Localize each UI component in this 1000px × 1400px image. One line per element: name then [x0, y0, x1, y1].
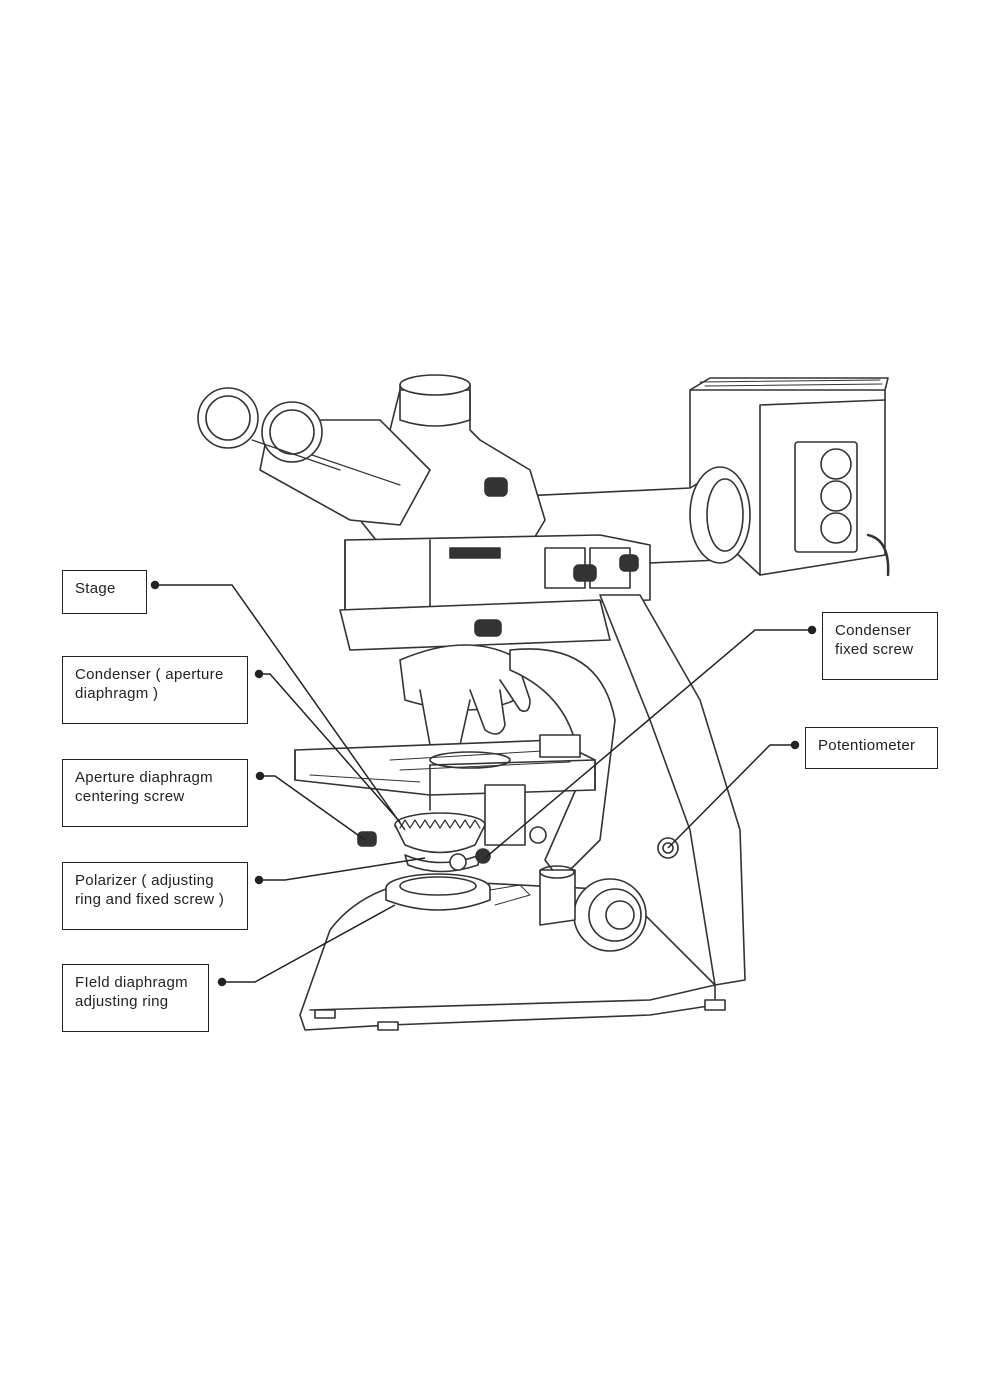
label-stage-line1: Stage — [75, 580, 116, 597]
label-aperture-line2: centering screw — [75, 788, 185, 805]
label-polarizer-line1: Polarizer ( adjusting — [75, 872, 214, 889]
label-field-line1: FIeld diaphragm — [75, 974, 188, 991]
label-polarizer: Polarizer ( adjusting ring and fixed scr… — [62, 862, 248, 930]
microscope-illustration — [197, 374, 890, 1031]
label-fixed-screw-line2: fixed screw — [835, 641, 914, 658]
label-condenser-fixed-screw: Condenser fixed screw — [822, 612, 938, 680]
focus-knob-drawing — [539, 865, 647, 952]
label-aperture-centering-screw: Aperture diaphragm centering screw — [62, 759, 248, 827]
label-condenser: Condenser ( aperture diaphragm ) — [62, 656, 248, 724]
leader-stage — [150, 580, 406, 831]
stage-drawing — [294, 734, 596, 811]
label-fixed-screw-line1: Condenser — [835, 622, 912, 639]
label-condenser-line1: Condenser ( aperture — [75, 666, 224, 683]
label-aperture-line1: Aperture diaphragm — [75, 769, 213, 786]
label-potentiometer-line1: Potentiometer — [818, 737, 916, 754]
label-field-line2: adjusting ring — [75, 993, 169, 1010]
leader-polarizer — [254, 857, 426, 885]
leader-field-diaphragm — [217, 904, 396, 987]
leader-lines — [150, 580, 817, 987]
label-condenser-line2: diaphragm ) — [75, 685, 159, 702]
label-stage: Stage — [62, 570, 147, 614]
trinocular-head — [197, 374, 546, 546]
label-polarizer-line2: ring and fixed screw ) — [75, 891, 225, 908]
leader-aperture-centering — [255, 771, 366, 841]
label-potentiometer: Potentiometer — [805, 727, 938, 769]
leader-condenser-fixed-screw — [484, 625, 817, 859]
condenser-drawing — [357, 784, 547, 873]
leader-potentiometer — [667, 740, 800, 849]
light-port-drawing — [385, 873, 531, 911]
leader-condenser — [254, 669, 401, 823]
analyzer-block — [344, 534, 651, 611]
label-field-diaphragm: FIeld diaphragm adjusting ring — [62, 964, 209, 1032]
nosepiece — [339, 599, 611, 754]
